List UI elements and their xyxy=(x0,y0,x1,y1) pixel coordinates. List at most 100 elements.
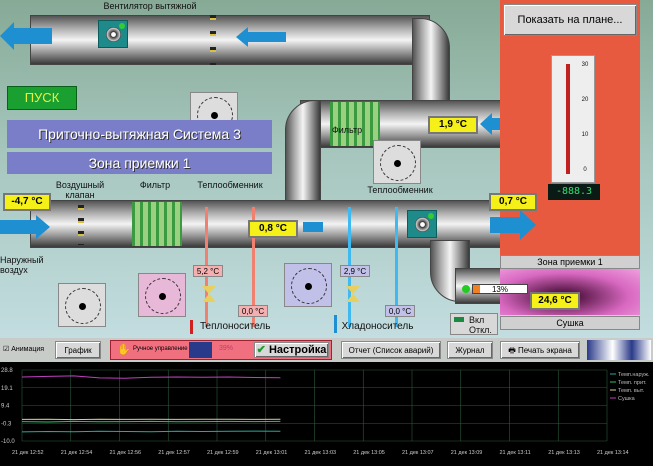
arrow-head-icon xyxy=(236,27,248,47)
arrow-head-icon xyxy=(520,210,536,240)
exhaust-damper[interactable] xyxy=(210,15,216,65)
switch-on-label[interactable]: Вкл xyxy=(469,315,497,325)
heater-valve-gauge xyxy=(138,273,186,317)
manual-percent: 39% xyxy=(219,345,233,352)
show-on-plan-button[interactable]: Показать на плане... xyxy=(503,4,637,36)
scale-0: 0 xyxy=(578,165,592,175)
outdoor-air-label: Наружный воздух xyxy=(0,255,48,275)
drying-status-led-icon xyxy=(462,285,470,293)
lcd-display: -888.3 xyxy=(548,184,600,200)
series-line-0 xyxy=(22,431,280,432)
on-off-switch[interactable]: Вкл Откл. xyxy=(450,313,498,335)
exhaust-out-arrow-icon xyxy=(12,28,52,44)
fan-icon xyxy=(106,27,121,42)
coolant-label: Хладоноситель xyxy=(340,322,415,332)
coolant-arrow-icon xyxy=(334,315,337,333)
journal-button[interactable]: Журнал xyxy=(447,341,493,359)
check-icon: ✔ xyxy=(257,344,269,356)
heat-exchanger2-label: Теплообменник xyxy=(360,185,440,195)
cooler-out-temp: 0,0 °C xyxy=(385,305,415,317)
start-button[interactable]: ПУСК xyxy=(7,86,77,110)
heat-exchanger-label: Теплообменник xyxy=(190,180,270,190)
legend-label: Темп. прит. xyxy=(618,380,647,386)
outdoor-temp: -4,7 °C xyxy=(3,193,51,211)
scale-30: 30 xyxy=(578,60,592,70)
filter xyxy=(132,202,182,246)
intake-arrow-icon xyxy=(0,220,38,234)
drying-heater-percent: 13% xyxy=(492,285,508,294)
filter-label: Фильтр xyxy=(130,180,180,190)
return-duct-elbow xyxy=(285,100,321,210)
zone-title: Зона приемки 1 xyxy=(7,152,272,174)
x-tick-label: 21 дек 12:54 xyxy=(61,450,93,456)
exhaust-flow-arrow-icon xyxy=(248,32,286,42)
x-tick-label: 21 дек 13:13 xyxy=(548,450,580,456)
drying-bar: Сушка xyxy=(500,316,640,330)
manual-level-bar[interactable]: 39% xyxy=(189,342,249,358)
cooler-in-temp: 2,9 °C xyxy=(340,265,370,277)
y-tick-label: 28.8 xyxy=(1,368,13,374)
x-tick-label: 21 дек 12:52 xyxy=(12,450,44,456)
drying-temp: 24,6 °C xyxy=(530,292,580,310)
cooler-valve-icon[interactable] xyxy=(346,286,360,302)
manual-control-label: Ручное управление xyxy=(133,346,188,352)
heater-valve-icon[interactable] xyxy=(202,286,216,302)
legend-label: Сушка xyxy=(618,396,636,402)
legend-label: Темп.наруж. xyxy=(618,372,650,378)
thermometer: 30 20 10 0 xyxy=(551,55,595,183)
print-button[interactable]: 🖶 Печать экрана xyxy=(500,341,580,359)
animation-label: Анимация xyxy=(11,346,44,353)
exhaust-duct-elbow xyxy=(412,18,450,108)
heat-carrier-arrow-icon xyxy=(190,320,193,334)
settings-label: Настройка xyxy=(269,344,326,356)
air-valve[interactable] xyxy=(78,205,84,245)
supply-fan[interactable] xyxy=(407,210,437,238)
x-tick-label: 21 дек 13:07 xyxy=(402,450,434,456)
scale-10: 10 xyxy=(578,130,592,140)
fan-icon xyxy=(415,217,430,232)
manual-control-group: ✋ Ручное управление 39% ✔ Настройка xyxy=(110,340,332,360)
exhaust-fan[interactable] xyxy=(98,20,128,48)
x-tick-label: 21 дек 12:57 xyxy=(158,450,190,456)
upper-filter-gauge xyxy=(373,140,421,184)
supply-temp: 0,7 °C xyxy=(489,193,537,211)
x-tick-label: 21 дек 13:14 xyxy=(597,450,629,456)
x-tick-label: 21 дек 13:11 xyxy=(500,450,531,456)
y-tick-label: 19.1 xyxy=(1,386,13,392)
system-title: Приточно-вытяжная Система 3 xyxy=(7,120,272,148)
x-tick-label: 21 дек 12:56 xyxy=(110,450,142,456)
after-heater-temp: 0,8 °C xyxy=(248,220,298,238)
settings-button[interactable]: ✔ Настройка xyxy=(254,342,329,358)
series-line-3 xyxy=(22,376,280,378)
exhaust-fan-label: Вентилятор вытяжной xyxy=(90,1,210,11)
heater-out-temp: 0,0 °C xyxy=(238,305,268,317)
exhaust-duct xyxy=(30,15,430,65)
animation-checkbox[interactable]: ☑ Анимация xyxy=(3,345,44,353)
arrow-head-icon xyxy=(0,22,14,50)
x-tick-label: 21 дек 13:03 xyxy=(305,450,337,456)
legend-label: Темп. выт. xyxy=(618,388,645,394)
y-tick-label: -10.0 xyxy=(1,439,15,445)
supply-out-arrow-icon xyxy=(490,217,520,233)
x-tick-label: 21 дек 12:59 xyxy=(207,450,239,456)
zone-bar: Зона приемки 1 xyxy=(500,255,640,269)
status-led-icon xyxy=(428,213,434,219)
air-valve-label: Воздушный клапан xyxy=(55,180,105,200)
graph-button[interactable]: График xyxy=(55,341,101,359)
y-tick-label: 9.4 xyxy=(1,404,10,410)
report-button[interactable]: Отчет (Список аварий) xyxy=(341,341,441,359)
company-logo xyxy=(587,340,651,360)
series-line-1 xyxy=(22,421,280,422)
arrow-head-icon xyxy=(36,215,50,239)
drying-heater-level: 13% xyxy=(472,284,528,294)
scada-scheme: Вентилятор вытяжной ПУСК Приточно-вытяжн… xyxy=(0,0,653,338)
status-led-icon xyxy=(119,23,125,29)
switch-off-label[interactable]: Откл. xyxy=(469,325,497,335)
supply-flow-arrow-icon xyxy=(303,222,323,232)
toolbar: ☑ Анимация График ✋ Ручное управление 39… xyxy=(0,338,653,362)
heater-in-temp: 5,2 °C xyxy=(193,265,223,277)
heat-carrier-label: Теплоноситель xyxy=(200,322,270,332)
x-tick-label: 21 дек 13:09 xyxy=(451,450,483,456)
